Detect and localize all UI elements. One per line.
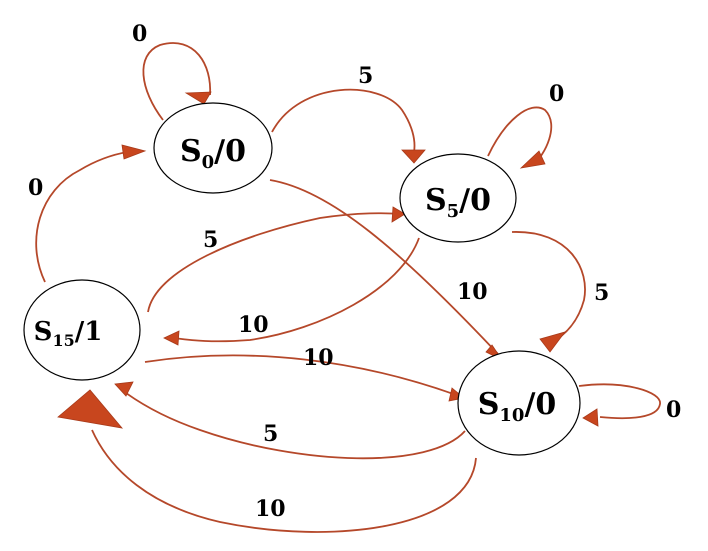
- edge-s10-self: [578, 383, 661, 420]
- arrowhead-s5-to-s10: [539, 331, 567, 353]
- svg-text:S0/0: S0/0: [180, 134, 246, 173]
- arrowhead-s10-to-s15-via10: [57, 389, 124, 429]
- svg-text:S5/0: S5/0: [425, 183, 491, 222]
- label-s0-self: 0: [132, 21, 147, 47]
- svg-text:S10/0: S10/0: [478, 387, 557, 426]
- label-s5-to-s15: 10: [238, 312, 269, 338]
- label-s5-to-s10: 5: [594, 280, 609, 306]
- label-s0-to-s5: 5: [358, 63, 373, 89]
- arrowhead-s5-to-s15: [163, 330, 180, 346]
- edge-s15-to-s10: [144, 354, 460, 397]
- state-s15-sub: 15: [52, 331, 74, 350]
- edge-s5-to-s10: [511, 231, 586, 343]
- state-s0-sub: 0: [202, 152, 215, 173]
- state-s5-output: /0: [459, 183, 491, 218]
- state-s0: S0/0: [153, 102, 273, 194]
- state-s10: S10/0: [457, 350, 581, 456]
- arrowhead-s5-self: [519, 150, 546, 169]
- edge-s15-to-s0: [35, 150, 135, 283]
- arrowhead-s15-to-s5: [391, 206, 406, 223]
- arrowhead-s15-to-s0: [121, 144, 147, 160]
- label-s15-to-s10: 10: [303, 345, 334, 371]
- state-s10-output: /0: [524, 387, 556, 422]
- arrowhead-s10-self: [582, 408, 599, 427]
- arrowhead-s0-to-s5: [401, 149, 426, 164]
- edge-s10-to-s15-via10: [91, 429, 477, 533]
- state-s15: S15/1: [23, 279, 141, 381]
- edge-s15-to-s5: [147, 212, 403, 313]
- state-s0-name: S: [180, 134, 202, 169]
- state-s10-name: S: [478, 387, 500, 422]
- label-s10-self: 0: [666, 397, 681, 423]
- label-s10-to-s15-via10: 10: [255, 496, 286, 522]
- label-s15-to-s0: 0: [28, 175, 43, 201]
- state-s5-name: S: [425, 183, 447, 218]
- state-s5: S5/0: [399, 153, 517, 243]
- edge-s10-to-s15-via5: [125, 392, 466, 460]
- arrowhead-s0-self: [184, 91, 212, 105]
- edge-s5-to-s15: [173, 237, 420, 343]
- edge-s0-to-s5: [271, 88, 416, 153]
- edge-s0-self: [142, 42, 211, 121]
- state-s5-sub: 5: [447, 201, 460, 222]
- state-s0-output: /0: [214, 134, 246, 169]
- state-s15-output: /1: [75, 317, 103, 347]
- state-s10-sub: 10: [499, 405, 524, 426]
- state-s15-name: S: [34, 317, 53, 347]
- label-s10-to-s15-via5: 5: [263, 421, 278, 447]
- label-s5-self: 0: [549, 81, 564, 107]
- svg-text:S15/1: S15/1: [34, 317, 103, 350]
- edge-s5-self: [487, 106, 553, 166]
- label-s0-to-s10: 10: [457, 279, 488, 305]
- edge-s0-to-s10: [269, 179, 499, 355]
- label-s15-to-s5: 5: [203, 227, 218, 253]
- arrowhead-s10-to-s15-via5: [114, 381, 134, 397]
